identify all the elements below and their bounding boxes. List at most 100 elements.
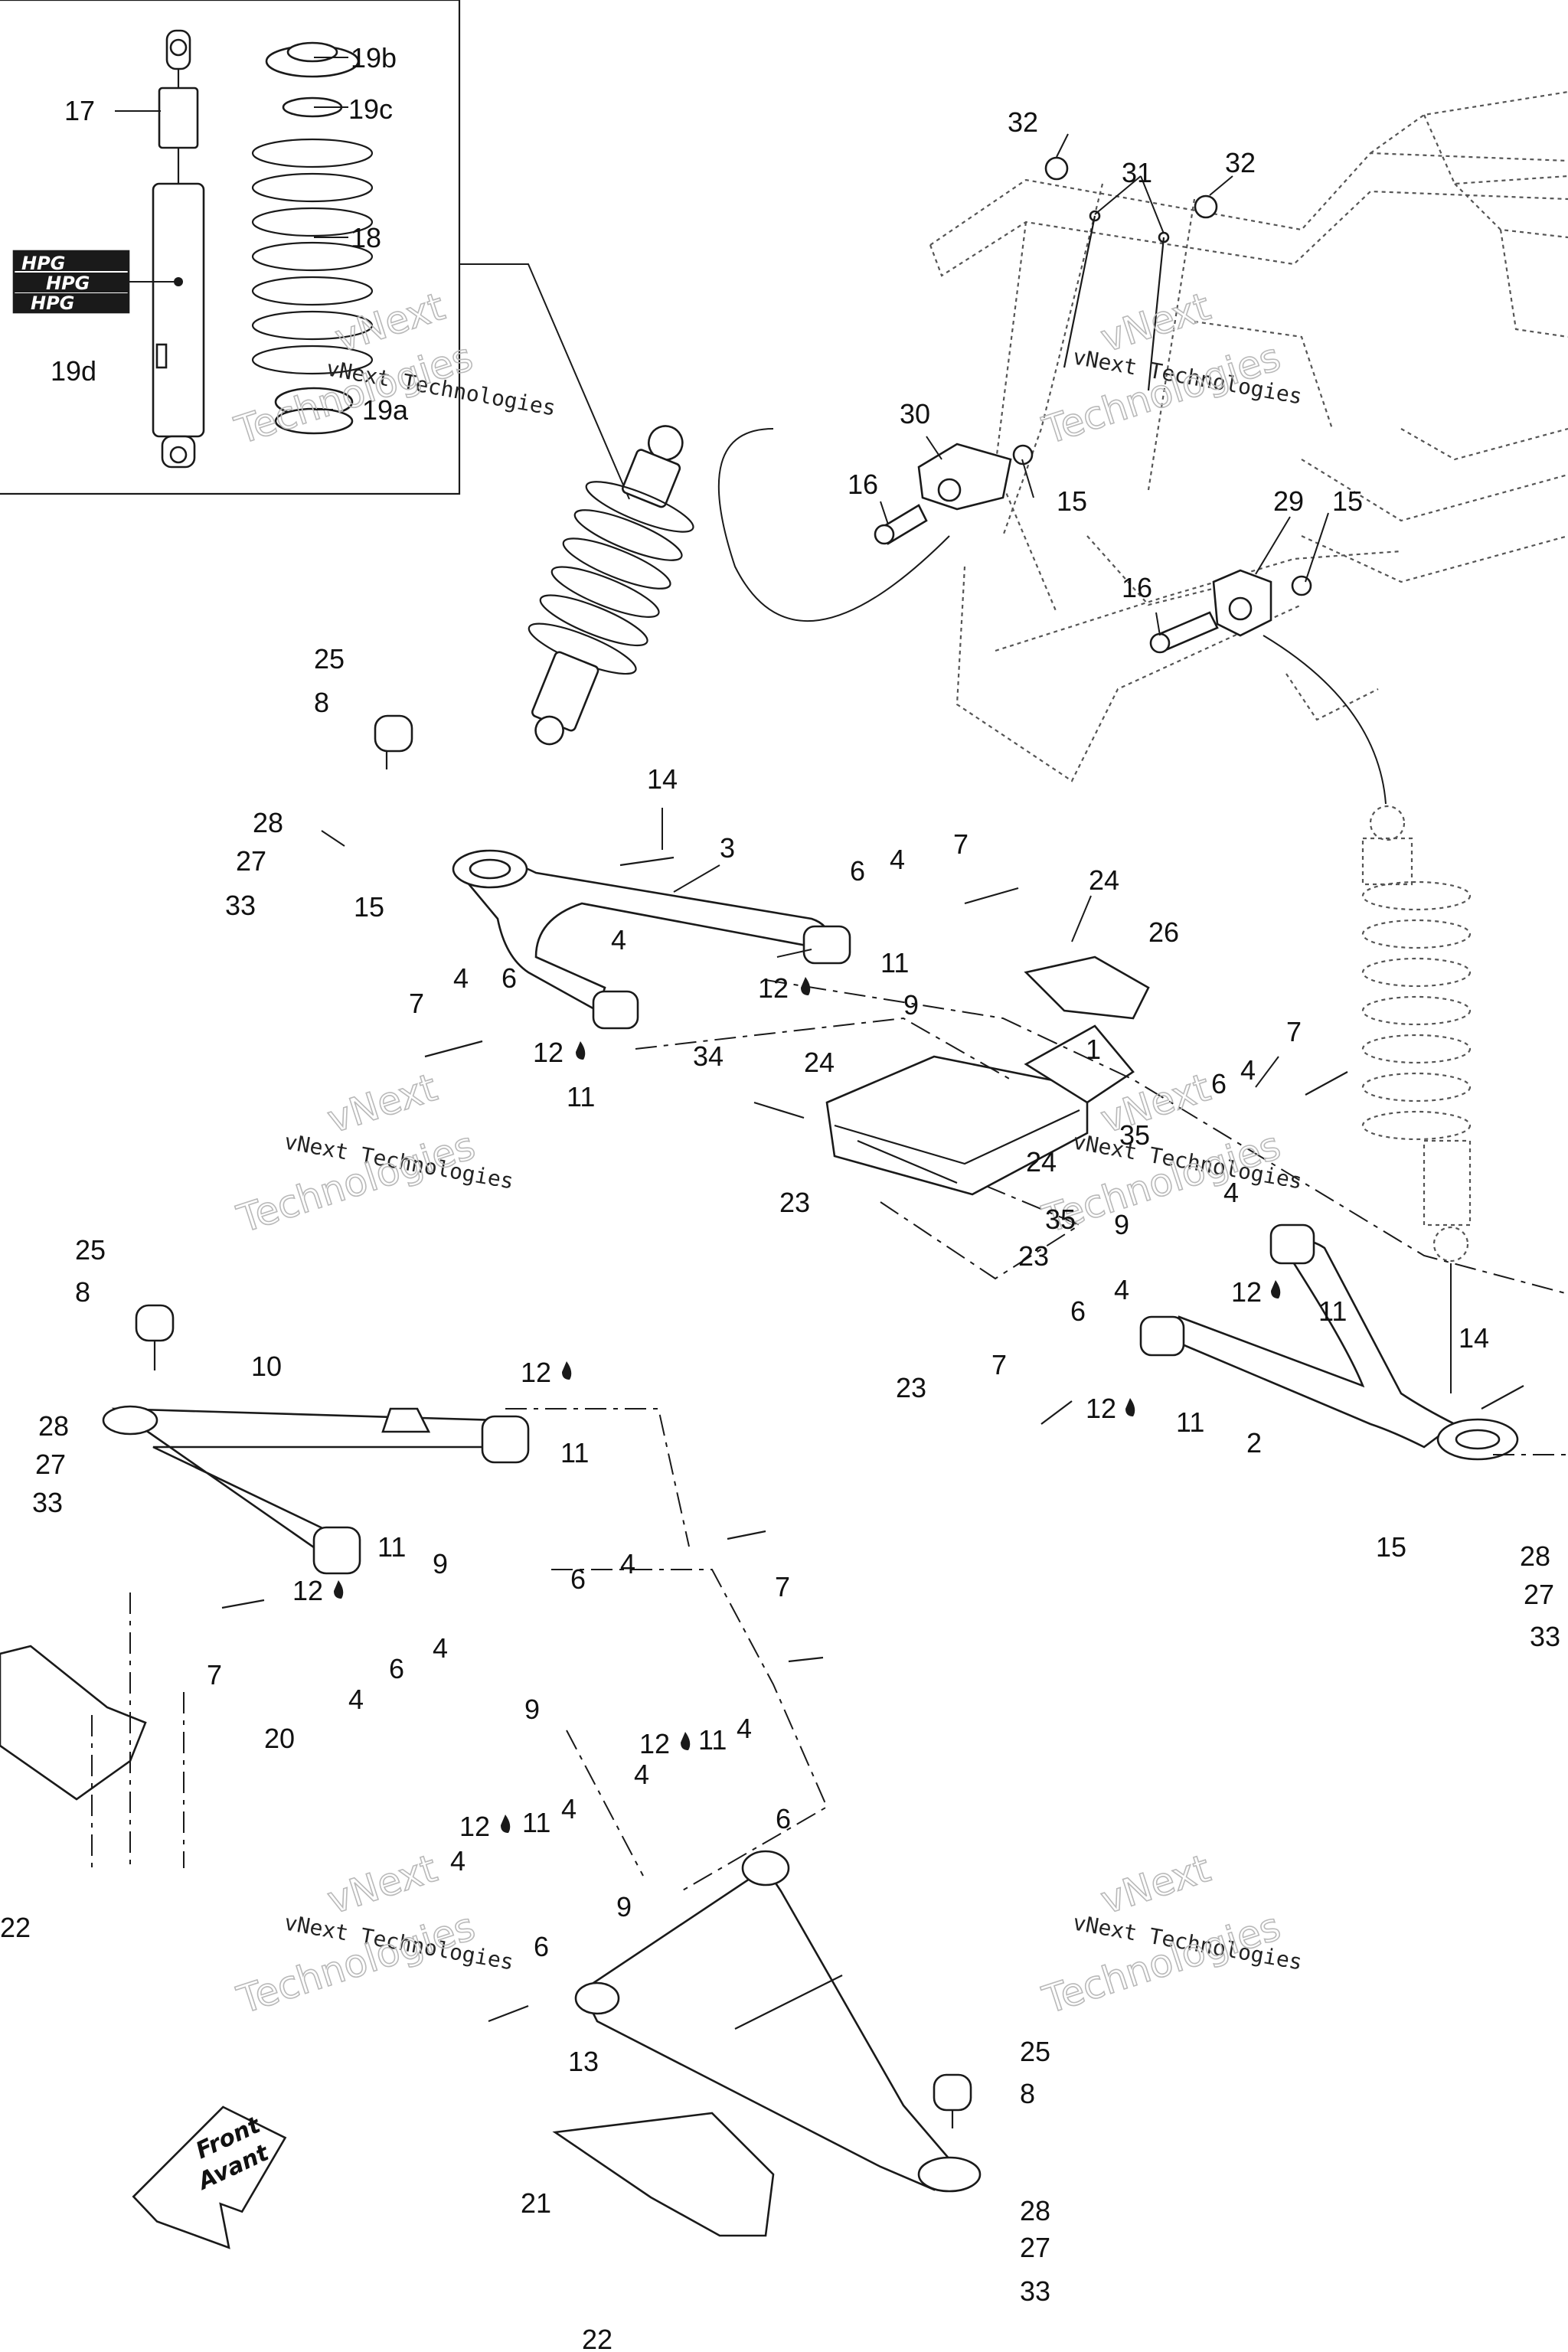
callout-23: 23 — [779, 1187, 810, 1218]
watermarks: vNext vNext Technologies Technologies vN… — [229, 283, 1304, 2023]
callout-8b: 8 — [75, 1276, 90, 1308]
callout-11: 11 — [880, 947, 909, 978]
front-shock-absorber-right — [1263, 635, 1472, 1393]
skid-plate-26 — [1024, 956, 1150, 1020]
callout-4h: 4 — [433, 1632, 448, 1664]
callout-4m: 4 — [450, 1845, 466, 1877]
callout-9b: 9 — [1114, 1209, 1129, 1240]
decal-text-3: HPG — [31, 292, 74, 314]
callout-8: 8 — [314, 687, 329, 718]
callout-28b: 28 — [1520, 1540, 1550, 1572]
inset-box — [0, 0, 461, 495]
callout-26: 26 — [1148, 916, 1179, 948]
callout-11f: 11 — [377, 1531, 406, 1563]
callout-12g: 12 — [639, 1728, 670, 1759]
callout-33d: 33 — [1020, 2275, 1050, 2307]
callout-7d: 7 — [991, 1349, 1007, 1380]
callout-23c: 23 — [896, 1372, 926, 1403]
callout-11e: 11 — [560, 1437, 589, 1468]
watermark-big: vNext — [1096, 284, 1216, 361]
callout-11h: 11 — [522, 1807, 550, 1838]
decal-text-1: HPG — [21, 253, 65, 274]
callout-7: 7 — [953, 828, 969, 860]
callout-31: 31 — [1122, 157, 1152, 188]
inset-leader — [459, 263, 630, 500]
callout-12b: 12 — [533, 1037, 564, 1068]
callout-10: 10 — [251, 1351, 282, 1382]
callout-11g: 11 — [698, 1724, 727, 1756]
callout-6h: 6 — [534, 1931, 549, 1962]
callout-1: 1 — [1086, 1034, 1101, 1065]
callout-20: 20 — [264, 1723, 295, 1754]
callout-4i: 4 — [348, 1684, 364, 1715]
upper-a-arm-3 — [452, 849, 851, 1030]
callout-9c: 9 — [433, 1548, 448, 1579]
inset-shock-absorber — [152, 29, 205, 469]
callout-6c: 6 — [1211, 1068, 1227, 1099]
callout-11b: 11 — [567, 1081, 595, 1112]
callout-12: 12 — [758, 972, 789, 1004]
watermark-big: vNext — [1096, 1846, 1216, 1922]
callout-24b: 24 — [804, 1047, 835, 1078]
front-direction-arrow: Front Avant — [132, 2105, 287, 2249]
front-shock-absorber-left — [528, 425, 694, 746]
callout-22: 22 — [0, 1912, 31, 1943]
callout-6: 6 — [850, 855, 865, 887]
callout-12d: 12 — [1086, 1393, 1116, 1424]
callout-32: 32 — [1008, 106, 1038, 138]
callout-4e: 4 — [1223, 1177, 1239, 1208]
callout-7c: 7 — [1286, 1016, 1302, 1047]
callout-27d: 27 — [1020, 2232, 1050, 2263]
callout-8c: 8 — [1020, 2078, 1035, 2109]
callout-34: 34 — [693, 1040, 724, 1072]
callout-15c: 15 — [354, 891, 384, 923]
callout-2: 2 — [1246, 1427, 1262, 1459]
upper-a-arm-2 — [1139, 1223, 1519, 1461]
callout-14: 14 — [647, 763, 678, 795]
callout-12c: 12 — [1231, 1276, 1262, 1308]
callout-13: 13 — [568, 2046, 599, 2077]
callout-28d: 28 — [1020, 2195, 1050, 2226]
watermark-big: vNext — [322, 1846, 443, 1922]
callout-22b: 22 — [582, 2324, 612, 2352]
callout-11d: 11 — [1176, 1406, 1204, 1438]
callout-4j: 4 — [737, 1713, 752, 1744]
callout-35b: 35 — [1045, 1204, 1076, 1235]
callout-4l: 4 — [561, 1793, 577, 1824]
watermark-big: vNext — [322, 1065, 443, 1142]
callout-23b: 23 — [1018, 1240, 1049, 1272]
bracket-29 — [1149, 569, 1312, 654]
callout-17: 17 — [64, 95, 95, 126]
callout-27b: 27 — [1524, 1579, 1554, 1610]
callout-16b: 16 — [1122, 572, 1152, 603]
callout-15b: 15 — [1332, 485, 1363, 517]
callout-labels: 17 19b 19c 18 19d 19a 32 31 32 30 16 15 … — [0, 42, 1560, 2352]
lower-a-arm-10 — [102, 1405, 530, 1575]
skid-plate-20 — [0, 1645, 147, 1801]
callout-35: 35 — [1119, 1119, 1150, 1151]
callout-16: 16 — [848, 469, 878, 500]
callout-11c: 11 — [1318, 1295, 1347, 1327]
callout-6g: 6 — [776, 1803, 791, 1834]
callout-21: 21 — [521, 2187, 551, 2219]
callout-12e: 12 — [521, 1357, 551, 1388]
callout-4k: 4 — [634, 1759, 649, 1790]
callout-18: 18 — [351, 222, 381, 253]
lubricant-drop-markers — [334, 977, 1281, 1833]
callout-28: 28 — [253, 807, 283, 838]
callout-19c: 19c — [348, 93, 393, 125]
callout-15d: 15 — [1376, 1531, 1406, 1563]
callout-9: 9 — [903, 989, 919, 1021]
vehicle-frame — [929, 90, 1568, 782]
callout-6f: 6 — [389, 1653, 404, 1684]
callout-4c: 4 — [453, 962, 469, 994]
callout-3: 3 — [720, 832, 735, 864]
callout-4: 4 — [890, 844, 905, 875]
callout-12h: 12 — [459, 1811, 490, 1842]
ball-joints — [135, 714, 972, 2128]
hpg-decal: HPG HPG HPG — [12, 250, 178, 314]
callout-6b: 6 — [501, 962, 517, 994]
callout-25: 25 — [314, 643, 345, 675]
callout-6e: 6 — [570, 1563, 586, 1595]
callout-27c: 27 — [35, 1449, 66, 1480]
